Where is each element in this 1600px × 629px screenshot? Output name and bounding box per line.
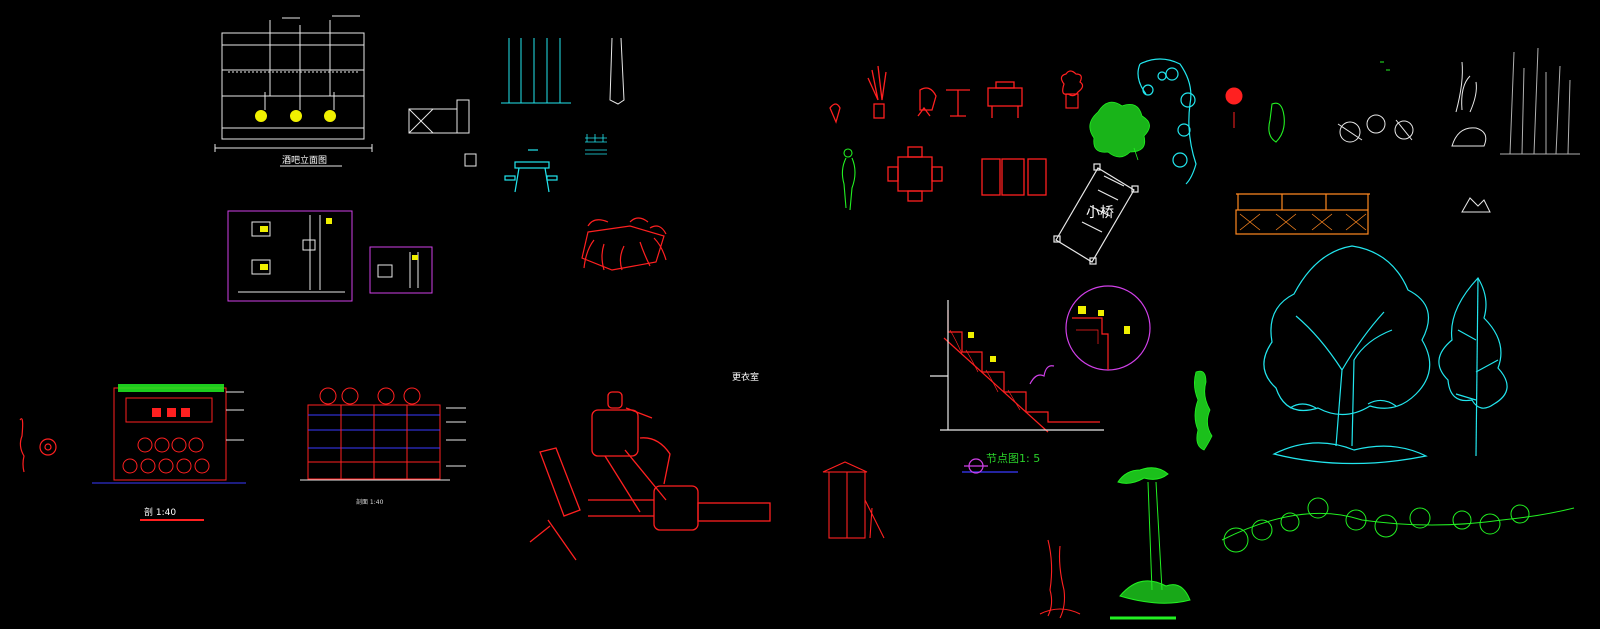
bamboo-green	[1194, 370, 1213, 451]
cabinet-drawing	[300, 387, 466, 481]
section-a-title: 剖 1:40	[144, 508, 177, 518]
stool-drawing	[504, 149, 558, 193]
playground-slide-drawing	[529, 391, 771, 561]
dining-chairs-drawing	[581, 217, 667, 271]
detail-sheet-1	[227, 210, 353, 302]
detail-sheet-2	[369, 246, 433, 294]
column-drawing	[609, 37, 625, 105]
pendant-lamps-drawing	[501, 38, 571, 104]
stair-detail-drawing	[930, 285, 1151, 474]
large-tree-cyan	[1263, 245, 1431, 465]
small-room-label: 更衣室	[732, 373, 760, 383]
circle-trees-plan	[1337, 114, 1414, 143]
arch-vine-cyan	[1137, 58, 1197, 185]
bar-elevation-drawing	[214, 15, 373, 167]
detail-title: 节点图1: 5	[986, 452, 1041, 465]
red-ornament-drawing	[19, 418, 57, 473]
elevation-title: 酒吧立面图	[282, 156, 328, 166]
small-bridge-drawing	[1053, 163, 1139, 265]
rock-plant-white	[1451, 61, 1491, 213]
potted-plant-red	[1060, 70, 1084, 109]
section-drawing-1	[92, 384, 246, 521]
red-circle-symbol	[1225, 87, 1243, 128]
small-plant-green	[1268, 102, 1285, 143]
red-stump-drawing	[1039, 539, 1081, 619]
watchtower-drawing	[822, 461, 885, 539]
palm-tree-green	[1110, 467, 1191, 620]
standing-figure	[841, 148, 856, 211]
railing-drawing	[1235, 193, 1370, 235]
furniture-blocks	[829, 65, 1047, 202]
section-b-title: 剖面 1:40	[356, 499, 384, 506]
shrub-green	[1089, 101, 1150, 161]
door-detail-drawing	[408, 99, 477, 167]
tall-grass-white	[1500, 47, 1580, 155]
small-symbols	[585, 134, 607, 155]
hedge-plan-green	[1221, 497, 1575, 553]
legend-marks	[1380, 61, 1390, 71]
bridge-label: 小桥	[1086, 205, 1114, 221]
tall-tree-cyan	[1438, 277, 1508, 457]
